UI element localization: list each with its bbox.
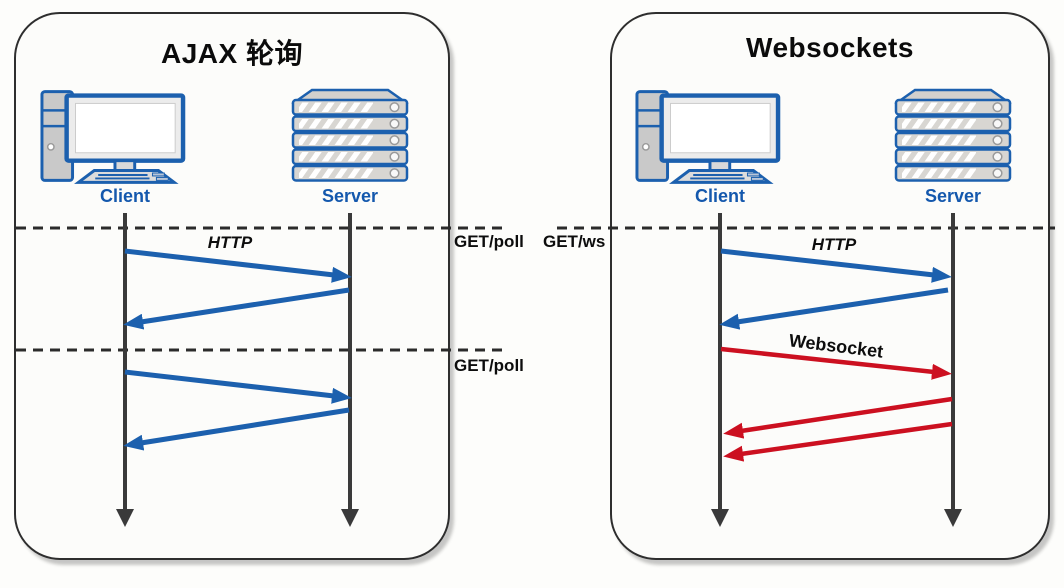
http-message-label: HTTP (207, 233, 253, 252)
server-label: Server (321, 186, 379, 206)
websockets-panel-title: Websockets (746, 32, 914, 63)
server-label: Server (924, 186, 982, 206)
server-rack-icon (291, 87, 411, 182)
client-label: Client (694, 186, 745, 206)
client-computer-icon (39, 86, 187, 186)
get-poll-label-1: GET/poll (454, 232, 524, 251)
get-ws-label: GET/ws (543, 232, 606, 251)
client-computer-icon (634, 86, 782, 186)
get-poll-label-2: GET/poll (454, 356, 524, 375)
server-rack-icon (894, 87, 1014, 182)
ajax-panel-title: AJAX 轮询 (161, 38, 303, 69)
http-message-label: HTTP (811, 235, 857, 254)
client-label: Client (99, 186, 150, 206)
websockets-panel: Websockets (610, 12, 1050, 560)
